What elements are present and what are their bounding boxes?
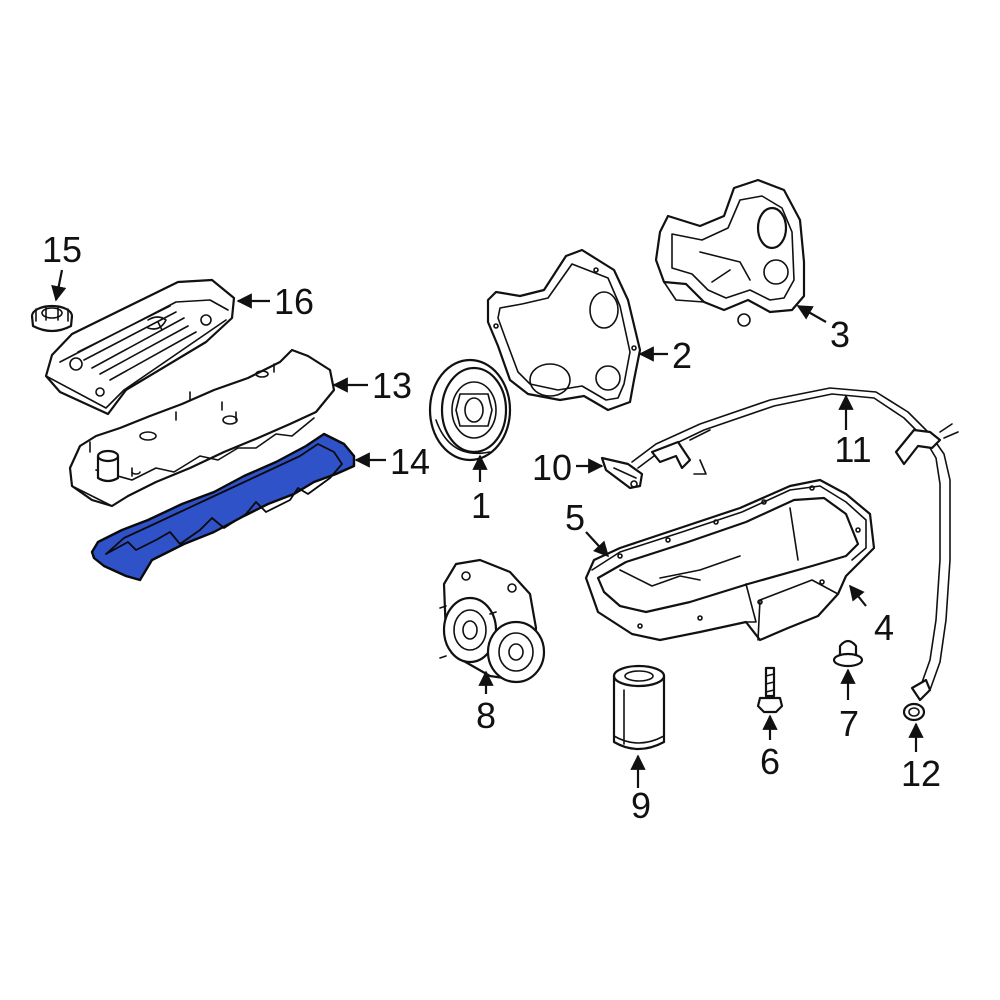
callout-12: 12 — [901, 753, 941, 794]
callout-labels: 15 16 13 14 1 2 3 4 5 6 7 8 9 10 11 12 — [42, 229, 941, 826]
part-9-oil-filter[interactable] — [612, 664, 666, 751]
part-12-o-ring[interactable] — [902, 702, 926, 722]
callout-1: 1 — [471, 485, 491, 526]
part-7-plug[interactable] — [832, 639, 864, 668]
callout-2: 2 — [672, 335, 692, 376]
callout-10: 10 — [532, 447, 572, 488]
callout-16: 16 — [274, 281, 314, 322]
part-16-engine-cover[interactable] — [44, 278, 236, 416]
part-10-dipstick-handle[interactable] — [600, 456, 644, 490]
part-4-oil-pan[interactable] — [584, 478, 876, 642]
callout-13: 13 — [372, 365, 412, 406]
leader-lines — [51, 269, 924, 788]
callout-4: 4 — [874, 607, 894, 648]
part-3-timing-housing[interactable] — [654, 178, 806, 327]
part-8-oil-pump[interactable] — [439, 558, 546, 684]
callout-6: 6 — [760, 741, 780, 782]
callout-14: 14 — [390, 441, 430, 482]
callout-3: 3 — [830, 314, 850, 355]
callout-8: 8 — [476, 695, 496, 736]
part-2-timing-cover-gasket[interactable] — [486, 248, 642, 412]
callout-11: 11 — [834, 429, 871, 470]
part-6-drain-bolt[interactable] — [756, 666, 784, 714]
part-1-pulley[interactable] — [428, 358, 512, 462]
part-14-valve-cover-gasket[interactable] — [90, 432, 356, 582]
part-15-filler-cap[interactable] — [30, 304, 74, 333]
callout-9: 9 — [631, 785, 651, 826]
callout-7: 7 — [839, 703, 859, 744]
callout-15: 15 — [42, 229, 82, 270]
part-13-valve-cover[interactable] — [68, 348, 336, 508]
part-11-dipstick-tube[interactable] — [631, 387, 959, 702]
callout-5: 5 — [565, 497, 585, 538]
part-5-oil-pan-gasket[interactable] — [591, 485, 867, 629]
